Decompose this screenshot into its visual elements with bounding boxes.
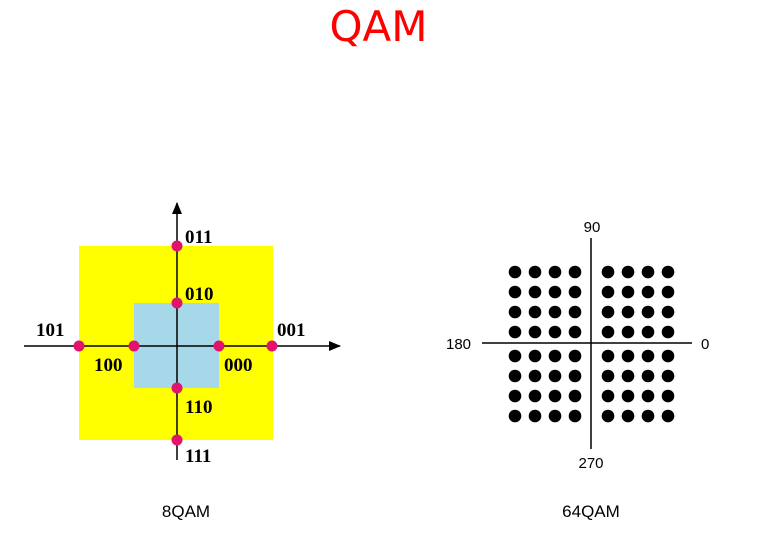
- qam64-point-r5-c8: [661, 349, 675, 363]
- qam64-point-r2-c4: [568, 285, 582, 299]
- qam64-point-r4-c7: [641, 325, 655, 339]
- qam64-point-r2-c5: [601, 285, 615, 299]
- qam64-point-r2-c1: [508, 285, 522, 299]
- qam64-point-r6-c4: [568, 369, 582, 383]
- qam64-point-r6-c6: [621, 369, 635, 383]
- qam64-point-r3-c7: [641, 305, 655, 319]
- qam64-point-r4-c8: [661, 325, 675, 339]
- qam64-point-r4-c4: [568, 325, 582, 339]
- qam64-point-r8-c3: [548, 409, 562, 423]
- qam8-points: [73, 240, 278, 446]
- qam64-point-r1-c3: [548, 265, 562, 279]
- qam64-point-r5-c1: [508, 349, 522, 363]
- qam64-point-r7-c6: [621, 389, 635, 403]
- qam64-point-r3-c6: [621, 305, 635, 319]
- qam64-point-r1-c6: [621, 265, 635, 279]
- qam64-diagram: 90 270 180 0 64QAM: [446, 219, 709, 521]
- qam64-point-r7-c3: [548, 389, 562, 403]
- page-title: QAM: [329, 2, 428, 51]
- qam8-label-111: 111: [185, 446, 211, 467]
- qam64-point-r8-c6: [621, 409, 635, 423]
- qam64-point-r2-c6: [621, 285, 635, 299]
- qam64-label-left: 180: [446, 336, 471, 353]
- qam64-point-r2-c3: [548, 285, 562, 299]
- qam64-point-r4-c1: [508, 325, 522, 339]
- qam64-point-r3-c2: [528, 305, 542, 319]
- qam8-diagram: 000 001 010 011 100 101 110 111 8QAM: [24, 202, 341, 521]
- qam64-points: [508, 265, 675, 423]
- qam64-point-r5-c2: [528, 349, 542, 363]
- qam64-point-r4-c5: [601, 325, 615, 339]
- qam64-label-top: 90: [584, 219, 601, 236]
- qam64-point-r1-c1: [508, 265, 522, 279]
- qam8-label-001: 001: [277, 320, 306, 341]
- qam64-point-r7-c5: [601, 389, 615, 403]
- qam64-point-r8-c8: [661, 409, 675, 423]
- qam64-point-r5-c6: [621, 349, 635, 363]
- qam8-caption: 8QAM: [162, 502, 210, 521]
- qam8-point-111: [171, 434, 183, 446]
- qam64-point-r3-c4: [568, 305, 582, 319]
- qam8-label-101: 101: [36, 320, 65, 341]
- qam8-label-011: 011: [185, 227, 212, 248]
- qam8-point-001: [266, 340, 278, 352]
- qam64-point-r6-c5: [601, 369, 615, 383]
- qam64-point-r5-c7: [641, 349, 655, 363]
- qam8-label-010: 010: [185, 284, 214, 305]
- qam8-point-010: [171, 297, 183, 309]
- qam64-point-r8-c7: [641, 409, 655, 423]
- qam64-point-r1-c7: [641, 265, 655, 279]
- qam64-point-r5-c5: [601, 349, 615, 363]
- qam64-point-r5-c4: [568, 349, 582, 363]
- qam64-point-r8-c2: [528, 409, 542, 423]
- qam64-point-r7-c2: [528, 389, 542, 403]
- qam64-point-r8-c4: [568, 409, 582, 423]
- qam8-label-000: 000: [224, 355, 253, 376]
- qam64-label-bottom: 270: [578, 455, 603, 472]
- qam64-point-r2-c2: [528, 285, 542, 299]
- qam64-point-r8-c1: [508, 409, 522, 423]
- qam8-label-110: 110: [185, 397, 212, 418]
- qam8-point-000: [213, 340, 225, 352]
- qam64-point-r1-c2: [528, 265, 542, 279]
- qam64-point-r6-c1: [508, 369, 522, 383]
- qam64-point-r6-c3: [548, 369, 562, 383]
- qam64-point-r8-c5: [601, 409, 615, 423]
- qam64-point-r4-c6: [621, 325, 635, 339]
- qam64-point-r7-c4: [568, 389, 582, 403]
- qam64-point-r6-c7: [641, 369, 655, 383]
- qam8-point-101: [73, 340, 85, 352]
- qam64-label-right: 0: [701, 336, 709, 353]
- qam64-point-r4-c3: [548, 325, 562, 339]
- qam8-point-100: [128, 340, 140, 352]
- qam64-point-r6-c2: [528, 369, 542, 383]
- qam64-point-r7-c8: [661, 389, 675, 403]
- qam8-point-110: [171, 382, 183, 394]
- qam64-point-r1-c4: [568, 265, 582, 279]
- qam64-point-r1-c5: [601, 265, 615, 279]
- qam64-point-r2-c8: [661, 285, 675, 299]
- qam64-point-r4-c2: [528, 325, 542, 339]
- qam8-label-100: 100: [94, 355, 123, 376]
- qam64-point-r3-c3: [548, 305, 562, 319]
- qam64-point-r3-c1: [508, 305, 522, 319]
- qam64-point-r3-c5: [601, 305, 615, 319]
- qam64-point-r7-c1: [508, 389, 522, 403]
- qam64-point-r1-c8: [661, 265, 675, 279]
- qam64-point-r2-c7: [641, 285, 655, 299]
- qam64-point-r5-c3: [548, 349, 562, 363]
- qam64-point-r7-c7: [641, 389, 655, 403]
- qam64-point-r6-c8: [661, 369, 675, 383]
- qam64-point-r3-c8: [661, 305, 675, 319]
- qam8-point-011: [171, 240, 183, 252]
- qam64-caption: 64QAM: [562, 502, 620, 521]
